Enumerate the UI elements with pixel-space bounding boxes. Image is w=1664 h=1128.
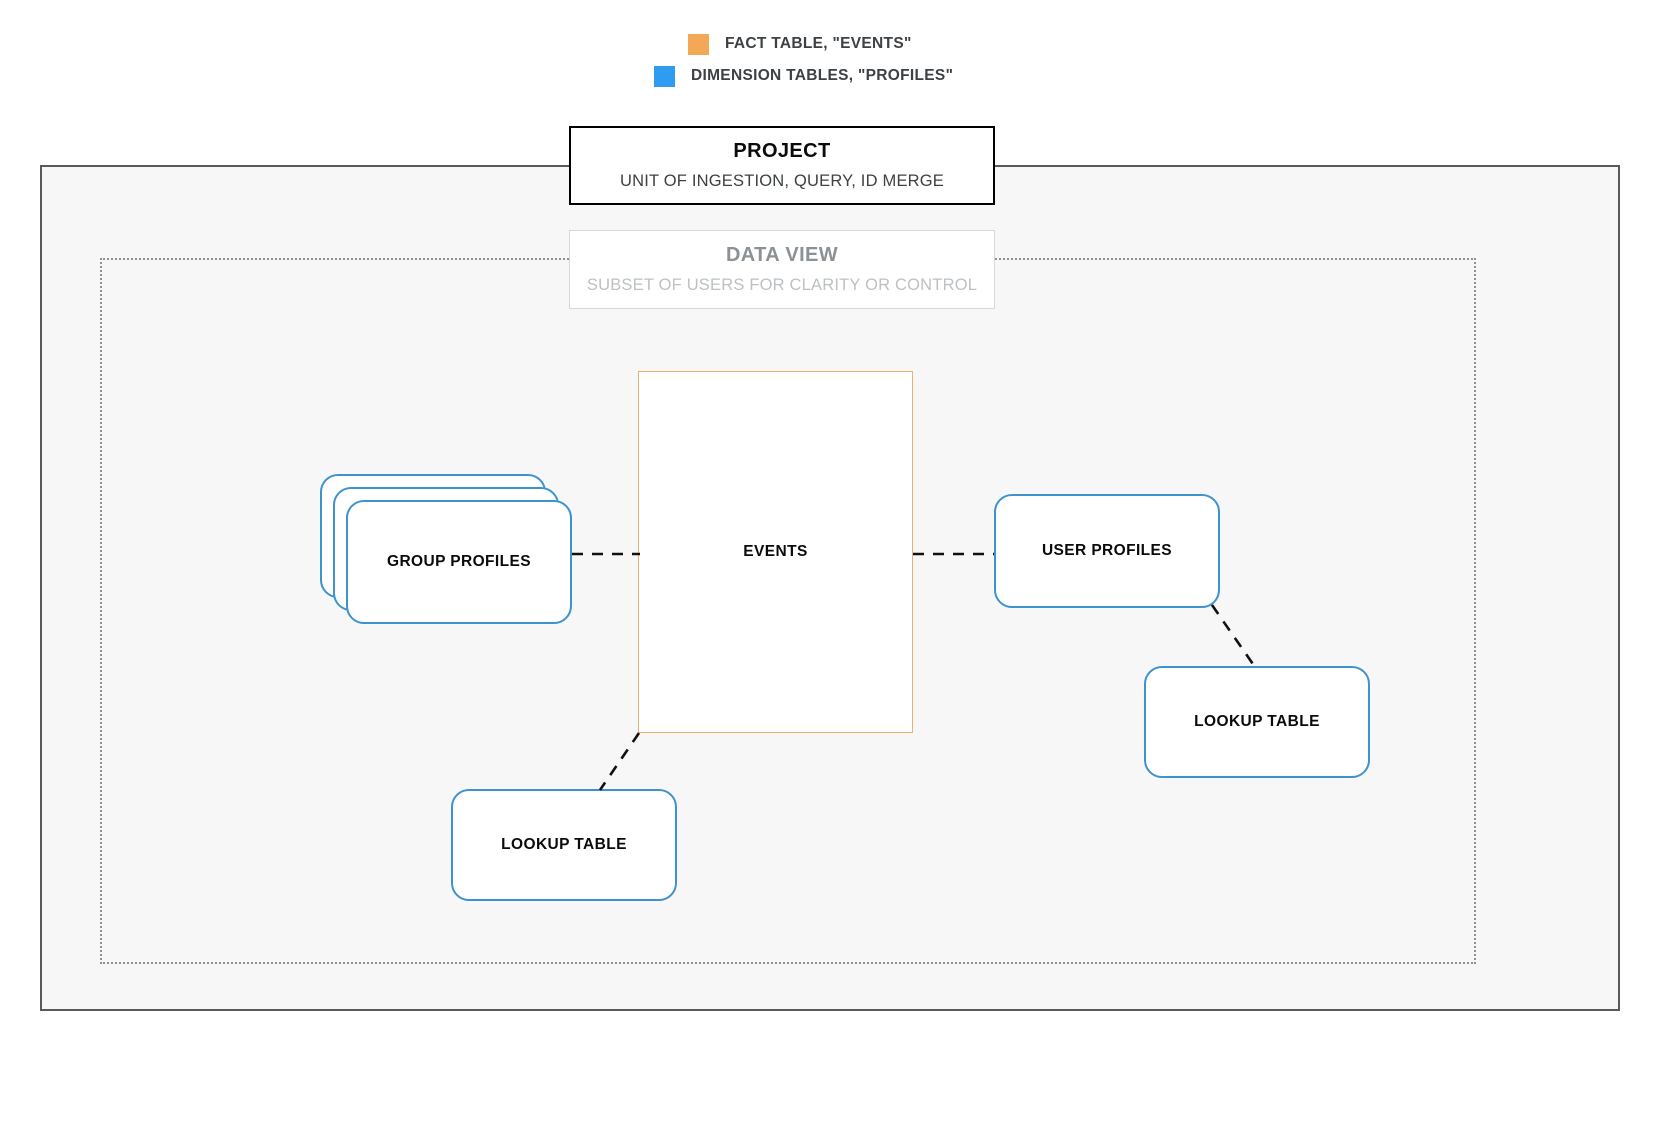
node-label-group-profiles: GROUP PROFILES <box>387 553 531 570</box>
node-user-profiles[interactable]: USER PROFILES <box>994 494 1220 608</box>
node-label-lookup-table-left: LOOKUP TABLE <box>501 836 627 853</box>
legend-label-dimension-tables: DIMENSION TABLES, "PROFILES" <box>691 67 954 84</box>
node-lookup-table-right[interactable]: LOOKUP TABLE <box>1144 666 1370 778</box>
node-events[interactable]: EVENTS <box>638 371 913 733</box>
project-label-box: PROJECT UNIT OF INGESTION, QUERY, ID MER… <box>569 126 995 205</box>
project-subtitle: UNIT OF INGESTION, QUERY, ID MERGE <box>619 171 944 190</box>
node-group-profiles[interactable]: GROUP PROFILES <box>346 500 572 624</box>
project-title: PROJECT <box>733 139 831 162</box>
legend-item-dimension-tables: DIMENSION TABLES, "PROFILES" <box>0 60 1664 92</box>
data-view-title: DATA VIEW <box>725 243 839 266</box>
legend: FACT TABLE, "EVENTS" DIMENSION TABLES, "… <box>0 28 1664 92</box>
data-view-subtitle: SUBSET OF USERS FOR CLARITY OR CONTROL <box>586 275 978 294</box>
node-label-user-profiles: USER PROFILES <box>1041 542 1173 559</box>
node-label-events: EVENTS <box>743 543 808 560</box>
fact-table-swatch <box>688 33 709 55</box>
dimension-tables-swatch <box>654 65 675 87</box>
legend-label-fact-table: FACT TABLE, "EVENTS" <box>725 35 912 52</box>
legend-item-fact-table: FACT TABLE, "EVENTS" <box>0 28 1664 60</box>
node-lookup-table-left[interactable]: LOOKUP TABLE <box>451 789 677 901</box>
data-view-label-box: DATA VIEW SUBSET OF USERS FOR CLARITY OR… <box>569 230 995 309</box>
node-label-lookup-table-right: LOOKUP TABLE <box>1194 713 1320 730</box>
